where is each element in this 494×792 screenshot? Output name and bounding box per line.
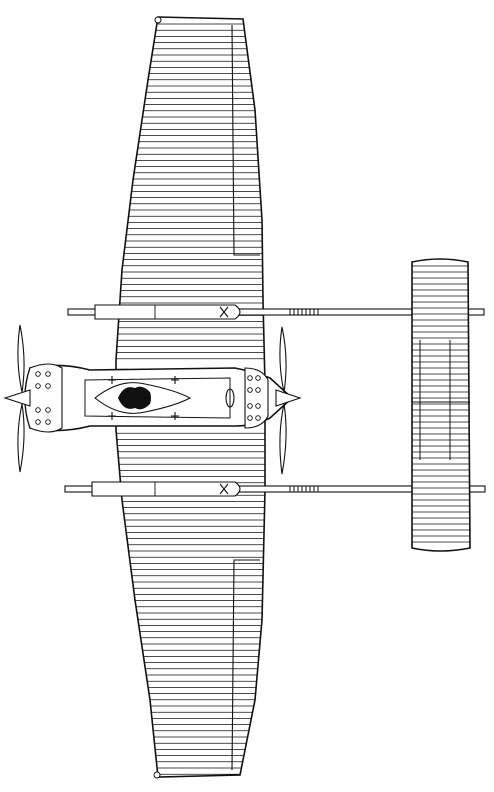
rear-cowling-vents (247, 375, 261, 421)
tail-boom-upper (67, 308, 485, 316)
vent-dot (247, 403, 253, 409)
vent-dot (35, 371, 41, 377)
fuselage (24, 363, 294, 433)
tail-booms (64, 304, 486, 497)
front-cowling-vents (35, 371, 51, 425)
vent-dot (247, 387, 253, 393)
rear-propeller-blade-top (279, 326, 287, 393)
tail-outline (411, 258, 471, 552)
rear-spinner (275, 389, 302, 407)
vent-dot (255, 387, 261, 393)
front-spinner (3, 389, 31, 407)
cockpit-opening (118, 386, 151, 410)
vent-dot (255, 403, 261, 409)
boom-fairing-upper (94, 304, 241, 320)
boom-fairing-lower (91, 481, 241, 497)
rear-propeller-blade-bottom (279, 403, 287, 475)
fuselage-marks (108, 376, 235, 420)
rear-propeller (275, 326, 302, 475)
tail-boom-lower (64, 485, 486, 493)
front-propeller (3, 324, 31, 473)
vent-dot (35, 407, 41, 413)
front-propeller-blade-bottom (17, 403, 25, 473)
elevator-line (419, 340, 451, 460)
wingtip-light-top (154, 16, 162, 24)
boom-hatching (289, 309, 319, 492)
vent-dot (45, 383, 51, 389)
vent-dot (35, 383, 41, 389)
vent-dot (255, 375, 261, 381)
aileron-line-lower (231, 559, 260, 771)
vent-dot (255, 415, 261, 421)
vent-dot (35, 419, 41, 425)
front-propeller-blade-top (17, 324, 25, 393)
rear-engine-cowling (244, 367, 269, 429)
aileron-line-upper (231, 24, 260, 256)
vent-dot (247, 375, 253, 381)
wingtip-light-bottom (153, 771, 161, 779)
vent-dot (247, 415, 253, 421)
horizontal-tail (411, 258, 471, 552)
vent-dot (45, 371, 51, 377)
vent-dot (45, 407, 51, 413)
vent-dot (45, 419, 51, 425)
